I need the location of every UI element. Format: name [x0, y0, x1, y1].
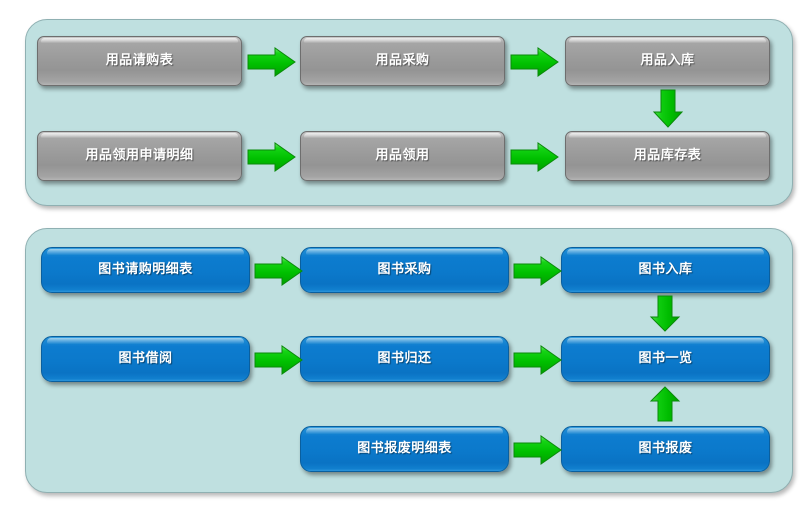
node-supplies-requisition-detail[interactable]: 用品领用申请明细	[37, 131, 242, 181]
node-label: 用品领用	[375, 147, 430, 163]
node-label: 用品请购表	[105, 52, 174, 68]
node-label: 用品入库	[640, 52, 695, 68]
node-label: 图书入库	[638, 261, 693, 277]
node-books-scrap-detail[interactable]: 图书报废明细表	[300, 426, 509, 472]
node-label: 图书请购明细表	[98, 261, 193, 277]
node-label: 图书借阅	[118, 350, 173, 366]
node-label: 图书一览	[638, 350, 693, 366]
node-label: 图书报废	[638, 440, 693, 456]
node-books-inbound[interactable]: 图书入库	[561, 247, 770, 293]
node-label: 用品领用申请明细	[85, 147, 194, 163]
node-books-overview[interactable]: 图书一览	[561, 336, 770, 382]
node-supplies-issue[interactable]: 用品领用	[300, 131, 505, 181]
node-supplies-purchase[interactable]: 用品采购	[300, 36, 505, 86]
node-books-borrow[interactable]: 图书借阅	[41, 336, 250, 382]
node-label: 用品采购	[375, 52, 430, 68]
node-books-purchase[interactable]: 图书采购	[300, 247, 509, 293]
node-books-scrap[interactable]: 图书报废	[561, 426, 770, 472]
node-label: 图书报废明细表	[357, 440, 452, 456]
node-supplies-stock-table[interactable]: 用品库存表	[565, 131, 770, 181]
node-supplies-inbound[interactable]: 用品入库	[565, 36, 770, 86]
node-books-return[interactable]: 图书归还	[300, 336, 509, 382]
node-supplies-requisition-form[interactable]: 用品请购表	[37, 36, 242, 86]
node-label: 图书采购	[377, 261, 432, 277]
node-books-requisition-detail[interactable]: 图书请购明细表	[41, 247, 250, 293]
node-label: 图书归还	[377, 350, 432, 366]
node-label: 用品库存表	[633, 147, 702, 163]
